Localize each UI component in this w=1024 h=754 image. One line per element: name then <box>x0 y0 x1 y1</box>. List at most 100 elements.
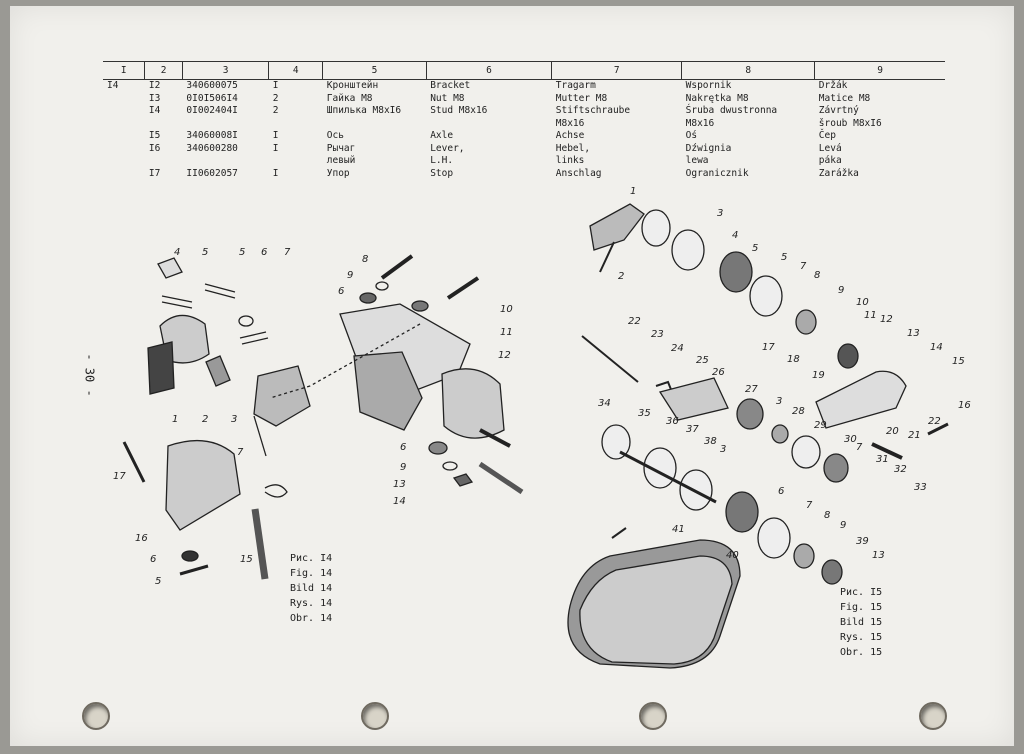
exploded-diagrams: 4556789610111212371716651569131413455782… <box>113 186 971 669</box>
table-cell: lewa <box>685 155 709 166</box>
callout-number: 37 <box>686 424 699 435</box>
table-row: M8x16 M8x16 šroub M8xI6 <box>103 118 945 131</box>
table-cell: Ogranicznik <box>685 167 749 179</box>
table-row: левый L.H. links lewa páka <box>103 155 945 168</box>
callout-number: 34 <box>598 398 611 409</box>
callout-number: 15 <box>952 356 965 367</box>
table-cell: Bracket <box>430 80 471 91</box>
callout-number: 20 <box>886 426 899 437</box>
callout-number: 18 <box>787 354 800 365</box>
table-cell: Nakrętka M8 <box>685 92 749 104</box>
binder-hole <box>82 702 110 730</box>
callout-number: 17 <box>762 342 775 353</box>
callout-number: 29 <box>814 420 827 431</box>
callout-number: 4 <box>174 247 180 258</box>
caption-line: Obr. 14 <box>290 613 333 624</box>
table-cell: M8x16 <box>685 117 715 129</box>
table-header-row: I 2 3 4 5 6 7 8 9 <box>103 61 945 80</box>
table-cell: Oś <box>685 130 698 141</box>
callout-number: 6 <box>778 486 784 497</box>
table-cell: Кронштейн <box>326 80 379 91</box>
table-cell: páka <box>818 155 842 166</box>
callout-number: 31 <box>876 454 889 465</box>
table-cell: I7 <box>148 167 161 179</box>
table-cell: Stiftschraube <box>555 105 631 116</box>
callout-number: 8 <box>814 270 820 281</box>
callout-number: 5 <box>781 252 787 263</box>
callout-number: 7 <box>806 500 813 511</box>
callout-number: 3 <box>720 444 726 455</box>
table-cell: links <box>555 155 585 166</box>
callout-number: 3 <box>717 208 723 219</box>
table-cell: Рычаг <box>326 142 356 154</box>
table-cell: Achse <box>555 130 585 141</box>
callout-number: 24 <box>671 343 684 354</box>
callout-number: 13 <box>393 479 406 490</box>
table-cell: Nut M8 <box>430 92 465 104</box>
fig15-drawing <box>567 203 949 669</box>
caption-line: Obr. 15 <box>840 647 883 658</box>
table-cell: Stud M8x16 <box>430 105 488 116</box>
caption-line: Rys. 14 <box>290 598 333 609</box>
callout-number: 26 <box>712 367 725 378</box>
callout-number: 1 <box>172 414 178 425</box>
table-cell: левый <box>326 155 356 166</box>
table-cell: I4 <box>107 80 119 91</box>
callout-number: 7 <box>856 442 863 453</box>
callout-number: 8 <box>824 510 830 521</box>
callout-number: 5 <box>155 576 161 587</box>
callout-number: 6 <box>400 442 406 453</box>
caption-line: Rys. 15 <box>840 632 883 643</box>
callout-number: 6 <box>261 247 267 258</box>
table-cell: I2 <box>148 80 161 91</box>
caption-line: Bild 14 <box>290 583 333 594</box>
table-cell: Tragarm <box>555 80 596 91</box>
callout-number: 14 <box>930 342 943 353</box>
callout-number: 38 <box>704 436 717 447</box>
caption-line: Bild 15 <box>840 617 883 628</box>
table-cell: I4 <box>148 105 161 116</box>
table-cell: Zarážka <box>818 167 859 179</box>
callout-number: 22 <box>928 416 941 427</box>
table-cell: Шпилька M8xI6 <box>326 105 402 116</box>
table-cell: 340600075 <box>186 80 238 91</box>
callout-number: 14 <box>393 496 406 507</box>
binder-hole <box>639 702 667 730</box>
callout-number: 3 <box>231 414 237 425</box>
callout-number: 4 <box>732 230 738 241</box>
callout-number: 8 <box>362 254 368 265</box>
callout-number: 16 <box>135 533 148 544</box>
callout-number: 2 <box>618 271 624 282</box>
table-cell: Držák <box>818 80 848 91</box>
table-cell: Lever, <box>430 142 465 154</box>
callout-number: 3 <box>776 396 782 407</box>
binder-hole <box>361 702 389 730</box>
callout-number: 32 <box>894 464 907 475</box>
callout-number: 5 <box>239 247 245 258</box>
table-cell: Ось <box>326 130 344 141</box>
caption-line: Рис. I4 <box>290 553 333 564</box>
table-cell: šroub M8xI6 <box>818 117 882 129</box>
caption-line: Fig. 15 <box>840 602 883 613</box>
callout-number: 6 <box>338 286 344 297</box>
table-cell: I <box>272 167 279 179</box>
table-cell: L.H. <box>430 155 454 166</box>
callout-number: 22 <box>628 316 641 327</box>
callout-number: 33 <box>914 482 927 493</box>
table-cell: I6 <box>148 142 161 154</box>
column-header: 7 <box>551 61 682 80</box>
column-header: 3 <box>181 61 269 80</box>
table-cell: 0I002404I <box>186 105 238 116</box>
table-cell: M8x16 <box>555 117 585 129</box>
callout-number: 9 <box>840 520 846 531</box>
table-cell: II0602057 <box>186 167 238 179</box>
table-cell: Levá <box>818 142 842 154</box>
table-cell: Anschlag <box>555 167 602 179</box>
callout-number: 1 <box>630 186 636 197</box>
